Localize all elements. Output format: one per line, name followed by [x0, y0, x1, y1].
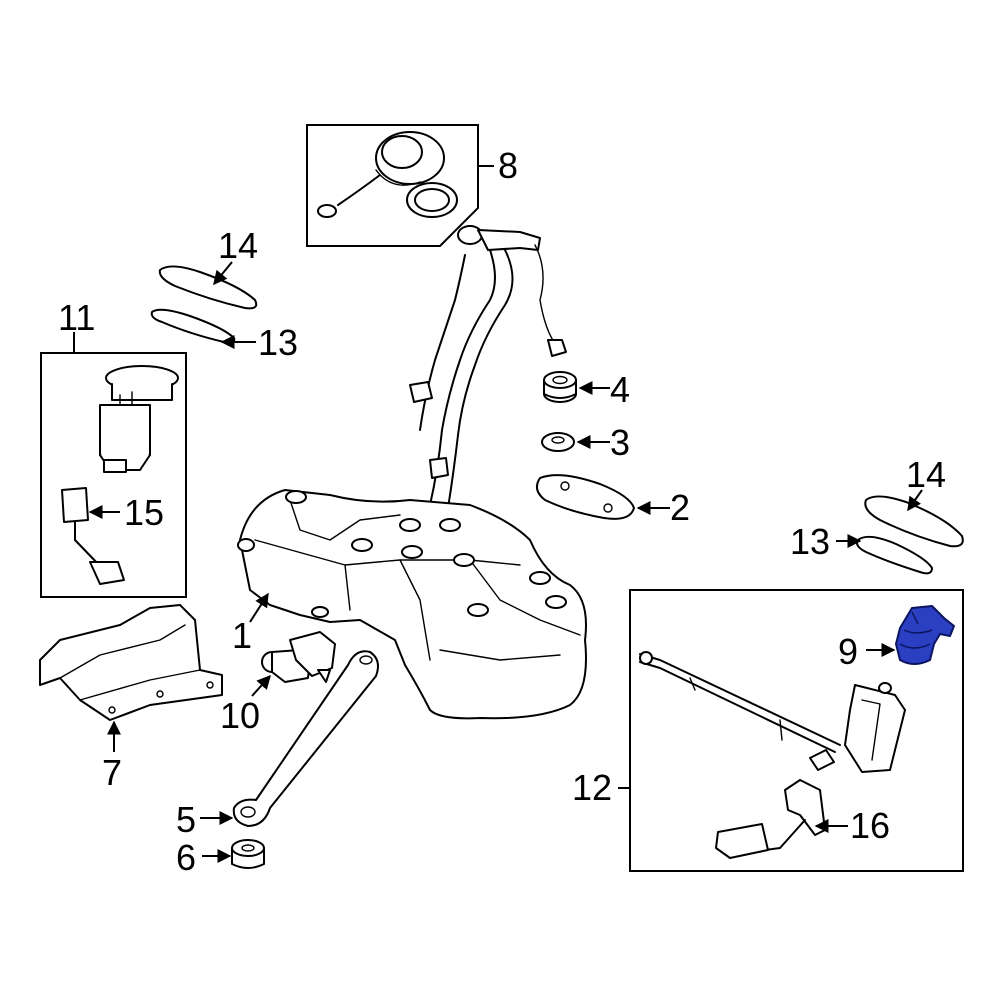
highlighted-valve-part-9[interactable]	[895, 605, 955, 665]
heat-shield-part-7	[39, 604, 223, 721]
fuel-tank-part-1	[237, 489, 587, 720]
callout-4: 4	[610, 369, 630, 410]
bushing-part-4	[543, 371, 577, 403]
callout-14-right: 14	[906, 454, 946, 495]
callout-2: 2	[670, 487, 690, 528]
callout-7: 7	[102, 752, 122, 793]
callout-5: 5	[176, 799, 196, 840]
callout-1: 1	[232, 615, 252, 656]
sender-assembly-box	[618, 589, 964, 872]
callout-13-right: 13	[790, 521, 830, 562]
valve-part-10	[261, 631, 336, 683]
fuel-pump-module-box	[40, 332, 187, 598]
washer-part-3	[541, 432, 575, 452]
filler-neck-pipe	[409, 225, 567, 509]
plate-part-2	[535, 474, 635, 520]
callout-10: 10	[220, 695, 260, 736]
callout-3: 3	[610, 422, 630, 463]
callout-9: 9	[838, 631, 858, 672]
gasket-ring-left	[150, 265, 258, 344]
callout-14-left: 14	[218, 225, 258, 266]
callout-11: 11	[58, 297, 95, 338]
tank-strap-part-5	[232, 650, 379, 827]
fuel-cap-kit-box	[306, 124, 494, 247]
callout-16: 16	[850, 805, 890, 846]
callout-12: 12	[572, 767, 612, 808]
nut-part-6	[231, 839, 265, 869]
callout-8: 8	[498, 145, 518, 186]
callout-6: 6	[176, 837, 196, 878]
callout-15: 15	[124, 492, 164, 533]
gasket-ring-right	[856, 495, 964, 575]
callout-13-left: 13	[258, 322, 298, 363]
